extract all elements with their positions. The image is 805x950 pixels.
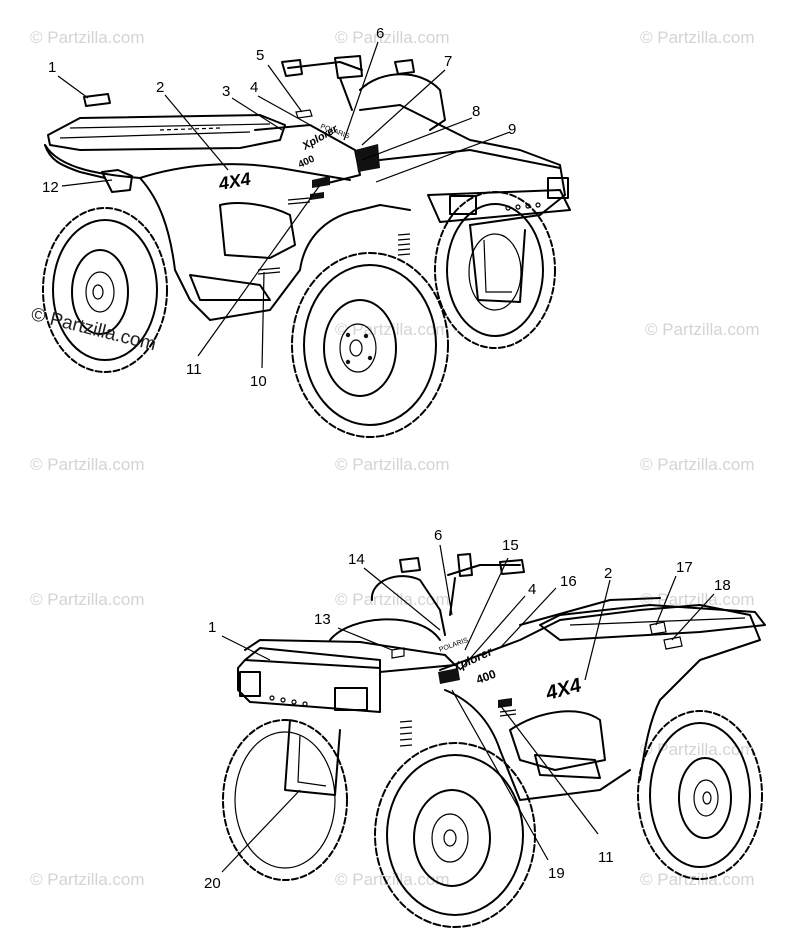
svg-text:400: 400 — [297, 154, 317, 171]
callout-9-top: 9 — [508, 121, 517, 138]
watermark: © Partzilla.com — [640, 740, 755, 759]
callout-18-bottom: 18 — [714, 577, 731, 594]
watermark: © Partzilla.com — [335, 28, 450, 47]
watermark: © Partzilla.com — [335, 870, 450, 889]
callout-4-bottom: 4 — [528, 581, 537, 598]
svg-text:POLARIS: POLARIS — [438, 637, 469, 654]
watermark: © Partzilla.com — [640, 455, 755, 474]
callout-3-top: 3 — [222, 83, 231, 100]
callout-19-bottom: 19 — [548, 865, 565, 882]
watermark: © Partzilla.com — [30, 870, 145, 889]
callout-12-top: 12 — [42, 179, 59, 196]
callout-7-top: 7 — [444, 53, 453, 70]
callout-13-bottom: 13 — [314, 611, 331, 628]
tire-front-left-bottom — [637, 710, 763, 880]
callout-6-bottom: 6 — [434, 527, 443, 544]
watermark: © Partzilla.com — [640, 28, 755, 47]
callout-6-top: 6 — [376, 25, 385, 42]
callout-8-top: 8 — [472, 103, 481, 120]
atv-bottom: POLARIS Xplorer 400 4X4 — [222, 553, 766, 928]
callout-4-top: 4 — [250, 79, 259, 96]
callout-16-bottom: 16 — [560, 573, 577, 590]
svg-text:4X4: 4X4 — [216, 169, 252, 194]
callout-2-bottom: 2 — [604, 565, 613, 582]
tire-rear-left — [291, 252, 449, 438]
callout-20-bottom: 20 — [204, 875, 221, 892]
watermark: © Partzilla.com — [30, 590, 145, 609]
watermark: © Partzilla.com — [30, 455, 145, 474]
decal-xplorer-top: POLARIS Xplorer 400 — [297, 123, 351, 171]
watermark: © Partzilla.com — [30, 28, 145, 47]
tire-front-left — [42, 207, 168, 373]
leaders-bottom — [221, 544, 715, 873]
callout-11-top: 11 — [186, 361, 202, 378]
watermark: © Partzilla.com — [335, 455, 450, 474]
svg-text:4X4: 4X4 — [543, 674, 584, 705]
callout-17-bottom: 17 — [676, 559, 693, 576]
atv-top: 4X4 POLARIS Xplorer 400 — [42, 55, 571, 438]
svg-text:400: 400 — [474, 667, 498, 687]
callout-1-bottom: 1 — [208, 619, 217, 636]
callout-15-bottom: 15 — [502, 537, 519, 554]
callout-14-bottom: 14 — [348, 551, 365, 568]
watermark: © Partzilla.com — [335, 590, 450, 609]
leaders-top — [57, 41, 511, 369]
callout-1-top: 1 — [48, 59, 57, 76]
callout-2-top: 2 — [156, 79, 165, 96]
callout-10-top: 10 — [250, 373, 267, 390]
decal-4x4-top: 4X4 — [216, 169, 252, 194]
watermark: © Partzilla.com — [645, 320, 760, 339]
tire-rear-right-bottom — [222, 719, 348, 881]
callout-11-bottom: 11 — [598, 849, 614, 866]
tire-rear-left-bottom — [374, 742, 536, 928]
decal-4x4-bottom: 4X4 — [543, 674, 584, 705]
callout-5-top: 5 — [256, 47, 265, 64]
